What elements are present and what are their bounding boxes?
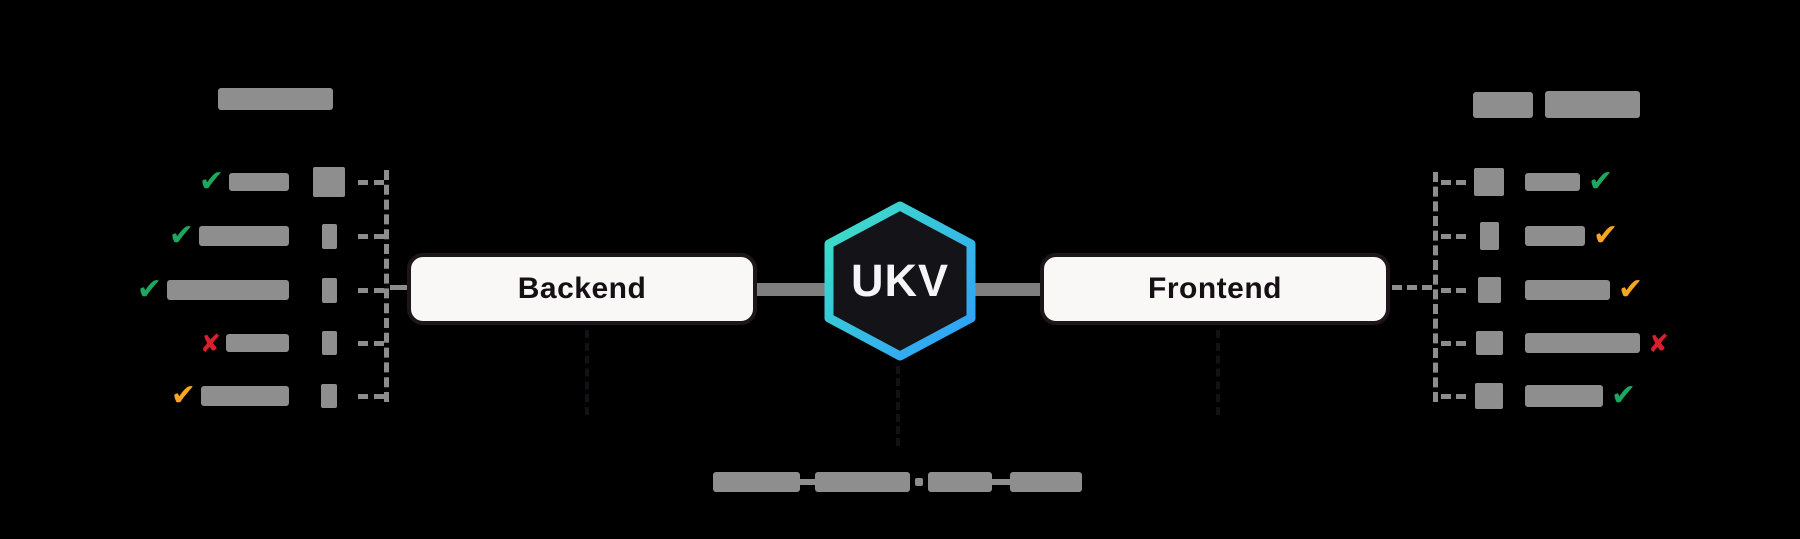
hub-frontend-connector bbox=[971, 283, 1044, 296]
footer-hyphen-redacted bbox=[992, 479, 1010, 485]
backend-list-item: ✔ bbox=[169, 218, 345, 254]
frontend-item-label-redacted bbox=[1525, 280, 1610, 300]
logo-redacted-block bbox=[1479, 222, 1499, 250]
status-check-icon: ✔ bbox=[1588, 164, 1614, 199]
frontend-node-label: Frontend bbox=[1148, 272, 1282, 305]
right-tree-row-stub-dash bbox=[1441, 234, 1466, 239]
left-tree-row-stub-dash bbox=[358, 341, 384, 346]
hub-footer-ghost-line bbox=[896, 366, 900, 446]
backend-list-item: ✘ bbox=[200, 325, 345, 361]
backend-node-label: Backend bbox=[517, 272, 647, 305]
left-tree-row-stub-dash bbox=[358, 234, 384, 239]
footer-caption-redacted bbox=[713, 471, 1082, 493]
left-tree-row-stub-dash bbox=[358, 180, 384, 185]
frontend-item-label-redacted bbox=[1525, 333, 1640, 353]
status-cross-icon: ✘ bbox=[200, 328, 221, 358]
logo-placeholder-icon bbox=[1473, 325, 1505, 361]
status-check-icon: ✔ bbox=[168, 218, 194, 253]
frontend-node: Frontend bbox=[1040, 253, 1390, 325]
status-cross-icon: ✘ bbox=[1648, 328, 1669, 358]
footer-word-redacted bbox=[815, 472, 910, 492]
logo-redacted-block bbox=[1475, 383, 1503, 409]
backend-item-label-redacted bbox=[199, 226, 289, 246]
frontend-list-item: ✔ bbox=[1473, 272, 1643, 308]
right-tree-vertical-dashed-line bbox=[1433, 172, 1438, 402]
right-tree-row-stub-dash bbox=[1441, 394, 1466, 399]
right-panel-title-redacted-word1 bbox=[1473, 92, 1533, 118]
right-tree-row-stub-dash bbox=[1441, 180, 1466, 185]
left-tree-row-stub-dash bbox=[358, 394, 384, 399]
backend-item-label-redacted bbox=[167, 280, 289, 300]
footer-word-redacted bbox=[713, 472, 800, 492]
frontend-list-item: ✘ bbox=[1473, 325, 1669, 361]
backend-item-label-redacted bbox=[229, 173, 289, 191]
backend-tree-stub-dash bbox=[390, 285, 408, 290]
backend-hub-connector bbox=[755, 283, 830, 296]
backend-list-item: ✔ bbox=[137, 272, 345, 308]
right-tree-row-stub-dash bbox=[1441, 341, 1466, 346]
logo-redacted-block bbox=[321, 331, 337, 355]
status-check-icon: ✔ bbox=[1611, 378, 1637, 413]
logo-placeholder-icon bbox=[313, 325, 345, 361]
frontend-item-label-redacted bbox=[1525, 226, 1585, 246]
logo-redacted-block bbox=[321, 223, 337, 249]
frontend-list-item: ✔ bbox=[1473, 378, 1636, 414]
frontend-tree-stub-dash bbox=[1392, 285, 1432, 290]
logo-placeholder-icon bbox=[313, 218, 345, 254]
frontend-footer-ghost-line bbox=[1216, 330, 1220, 415]
logo-placeholder-icon bbox=[313, 272, 345, 308]
left-tree-row-stub-dash bbox=[358, 288, 384, 293]
hexagon-shape-icon bbox=[824, 201, 976, 361]
backend-item-label-redacted bbox=[201, 386, 289, 406]
frontend-item-label-redacted bbox=[1525, 173, 1580, 191]
logo-placeholder-icon bbox=[1473, 272, 1505, 308]
backend-footer-ghost-line bbox=[585, 330, 589, 415]
logo-redacted-block bbox=[321, 384, 337, 408]
status-check-icon: ✔ bbox=[1618, 272, 1644, 307]
footer-dot-separator bbox=[915, 478, 923, 486]
backend-list-item: ✔ bbox=[171, 378, 345, 414]
ukv-hub-label: UKV bbox=[850, 255, 949, 306]
left-panel-title-redacted bbox=[218, 88, 333, 110]
status-check-icon: ✔ bbox=[198, 164, 224, 199]
status-check-icon: ✔ bbox=[136, 272, 162, 307]
right-panel-title-redacted-word2 bbox=[1545, 91, 1640, 118]
status-check-icon: ✔ bbox=[1593, 218, 1619, 253]
status-check-icon: ✔ bbox=[170, 378, 196, 413]
backend-item-label-redacted bbox=[226, 334, 289, 352]
ukv-hexagon bbox=[822, 200, 978, 362]
footer-word-redacted bbox=[928, 472, 992, 492]
logo-placeholder-icon bbox=[1473, 164, 1505, 200]
left-tree-vertical-dashed-line bbox=[384, 170, 389, 402]
logo-placeholder-icon bbox=[313, 164, 345, 200]
logo-redacted-block bbox=[1477, 277, 1501, 303]
logo-redacted-block bbox=[313, 167, 345, 197]
footer-hyphen-redacted bbox=[800, 479, 815, 485]
footer-word-redacted bbox=[1010, 472, 1082, 492]
backend-list-item: ✔ bbox=[199, 164, 345, 200]
frontend-list-item: ✔ bbox=[1473, 218, 1618, 254]
logo-placeholder-icon bbox=[1473, 218, 1505, 254]
backend-node: Backend bbox=[407, 253, 757, 325]
right-tree-row-stub-dash bbox=[1441, 288, 1466, 293]
frontend-item-label-redacted bbox=[1525, 385, 1603, 407]
logo-redacted-block bbox=[1475, 331, 1503, 355]
frontend-list-item: ✔ bbox=[1473, 164, 1613, 200]
logo-redacted-block bbox=[321, 277, 337, 303]
logo-placeholder-icon bbox=[1473, 378, 1505, 414]
logo-placeholder-icon bbox=[313, 378, 345, 414]
logo-redacted-block bbox=[1474, 168, 1504, 196]
